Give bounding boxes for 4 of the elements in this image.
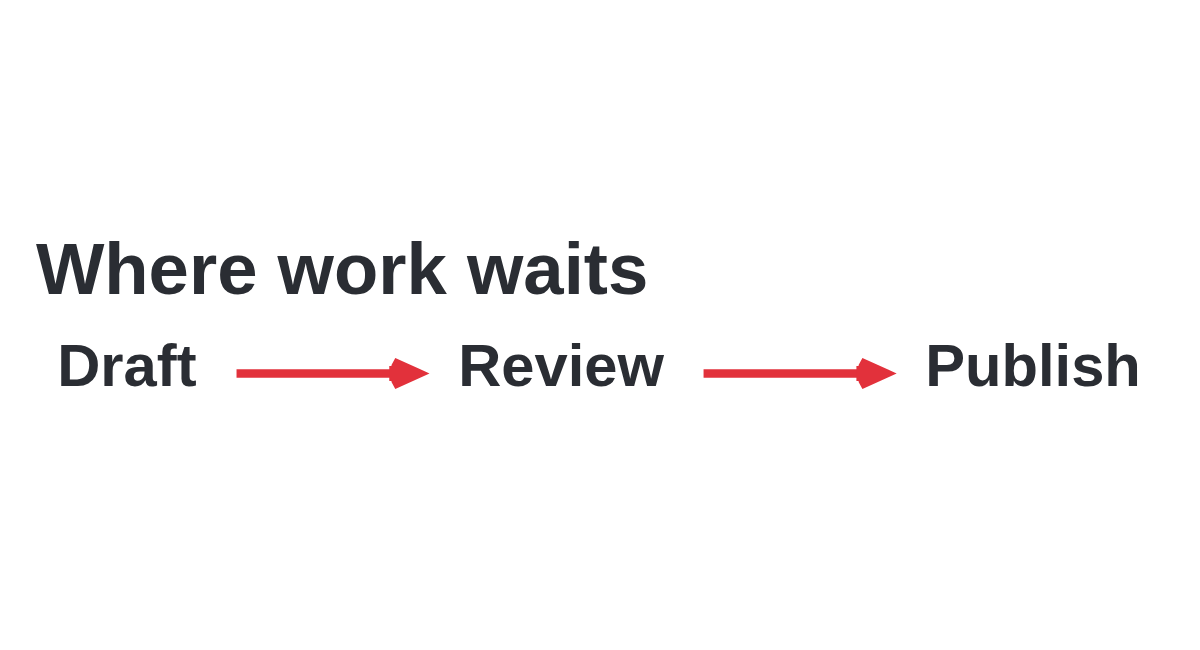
diagram-title: Where work waits [35, 227, 649, 309]
node-text: Draft [57, 331, 197, 399]
node-text: Review [458, 331, 664, 399]
node-text: Publish [925, 331, 1141, 399]
